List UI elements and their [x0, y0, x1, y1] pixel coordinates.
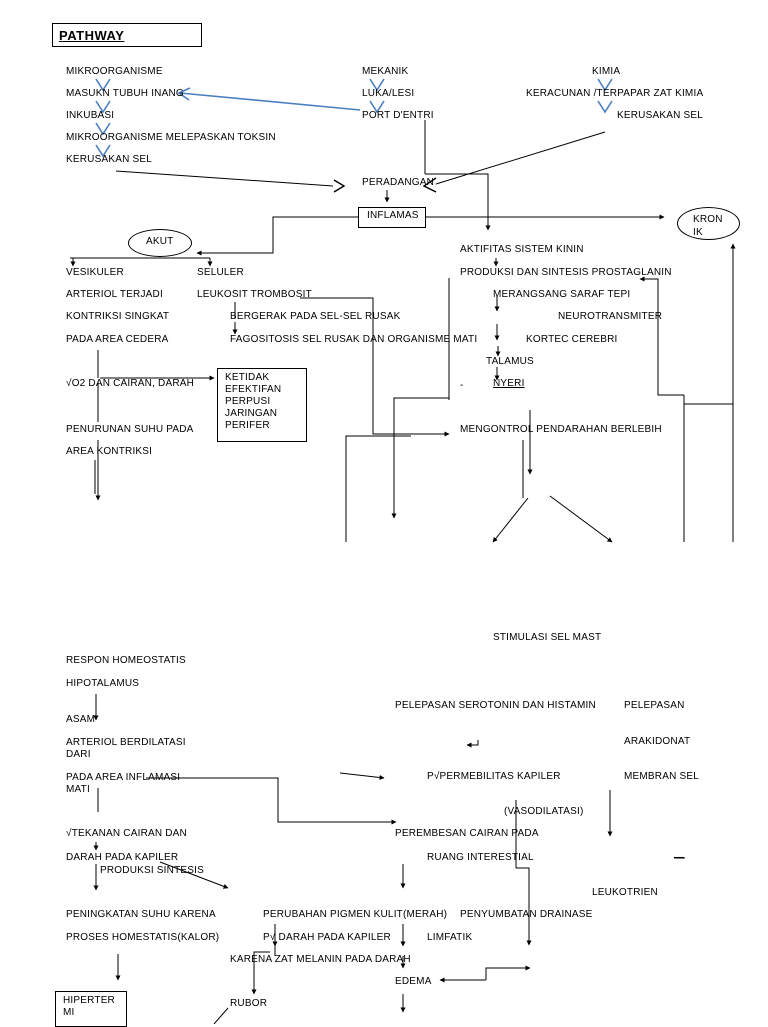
- node-pt-darah: P√ DARAH PADA KAPILER: [263, 932, 391, 943]
- node-limfatik: LIMFATIK: [427, 932, 473, 943]
- node-stimulasi: STIMULASI SEL MAST: [493, 632, 602, 643]
- node-kronik-1: KRON: [693, 214, 723, 225]
- node-masuk-tubuh: MASUKN TUBUH INANG: [66, 88, 184, 99]
- node-mati: MATI: [66, 784, 90, 795]
- page-title: PATHWAY: [59, 28, 125, 43]
- node-aktifitas-kinin: AKTIFITAS SISTEM KININ: [460, 244, 584, 255]
- node-inkubasi: INKUBASI: [66, 110, 115, 121]
- node-prostaglanin: PRODUKSI DAN SINTESIS PROSTAGLANIN: [460, 267, 672, 278]
- node-penurunan-suhu: PENURUNAN SUHU PADA: [66, 424, 194, 435]
- node-kimia: KIMIA: [592, 66, 621, 77]
- node-akut: AKUT: [146, 236, 174, 247]
- node-respon-homeostatis: RESPON HOMEOSTATIS: [66, 655, 186, 666]
- node-pelepasan: PELEPASAN: [624, 700, 685, 711]
- node-pendarahan: MENGONTROL PENDARAHAN BERLEBIH: [460, 424, 662, 435]
- node-arteriol-berdilatasi: ARTERIOL BERDILATASI: [66, 737, 186, 748]
- node-dari: DARI: [66, 749, 91, 760]
- node-arteriol-terjadi: ARTERIOL TERJADI: [66, 289, 163, 300]
- node-penyumbatan: PENYUMBATAN DRAINASE: [460, 909, 593, 920]
- node-ruang-interestial: RUANG INTERESTIAL: [427, 852, 534, 863]
- hipertermi-line-1: HIPERTER: [63, 995, 115, 1006]
- node-vasodilatasi: (VASODILATASI): [504, 806, 584, 817]
- node-saraf-tepi: MERANGSANG SARAF TEPI: [493, 289, 631, 300]
- node-area-cedera: PADA AREA CEDERA: [66, 334, 169, 345]
- node-proses-homestatis: PROSES HOMESTATIS(KALOR): [66, 932, 220, 943]
- node-kerusakan-sel-left: KERUSAKAN SEL: [66, 154, 152, 165]
- kronik-ellipse: [677, 207, 740, 240]
- ketidak-line-1: KETIDAK: [225, 372, 270, 383]
- node-tekanan-cairan: √TEKANAN CAIRAN DAN: [66, 828, 187, 839]
- node-edema: EDEMA: [395, 976, 432, 987]
- node-melepaskan-toksin: MIKROORGANISME MELEPASKAN TOKSIN: [66, 132, 276, 143]
- hipertermi-box: HIPERTER MI: [55, 991, 127, 1027]
- ketidak-line-4: JARINGAN: [225, 408, 278, 419]
- node-area-kontriksi: AREA KONTRIKSI: [66, 446, 153, 457]
- akut-ellipse: [128, 229, 192, 257]
- node-leukotrien: LEUKOTRIEN: [592, 887, 658, 898]
- node-arakidonat: ARAKIDONAT: [624, 736, 691, 747]
- node-kortec: KORTEC CEREBRI: [526, 334, 618, 345]
- ketidak-line-5: PERIFER: [225, 420, 270, 431]
- inflamasi-box: INFLAMAS: [358, 207, 426, 228]
- node-membran-sel: MEMBRAN SEL: [624, 771, 699, 782]
- title-box: PATHWAY: [52, 23, 202, 47]
- node-mikroorganisme: MIKROORGANISME: [66, 66, 163, 77]
- ketidak-box: KETIDAK EFEKTIFAN PERPUSI JARINGAN PERIF…: [217, 368, 307, 442]
- node-nyeri: NYERI: [493, 378, 525, 389]
- node-permebilitas: P√PERMEBILITAS KAPILER: [427, 771, 561, 782]
- node-talamus: TALAMUS: [486, 356, 534, 367]
- node-leukosit: LEUKOSIT TROMBOSIT: [197, 289, 312, 300]
- node-fagositosis: FAGOSITOSIS SEL RUSAK DAN ORGANISME MATI: [230, 334, 478, 345]
- node-seluler: SELULER: [197, 267, 244, 278]
- node-kerusakan-sel-right: KERUSAKAN SEL: [617, 110, 703, 121]
- node-pada-area-inflamasi: PADA AREA INFLAMASI: [66, 772, 181, 783]
- node-rubor: RUBOR: [230, 998, 268, 1009]
- node-perembesan: PEREMBESAN CAIRAN PADA: [395, 828, 539, 839]
- node-neurotransmiter: NEUROTRANSMITER: [558, 311, 663, 322]
- node-port-dentri: PORT D'ENTRI: [362, 110, 434, 121]
- node-darah-kapiler: DARAH PADA KAPILER: [66, 852, 179, 863]
- hipertermi-line-2: MI: [63, 1007, 75, 1018]
- ketidak-line-2: EFEKTIFAN: [225, 384, 282, 395]
- node-peningkatan-suhu: PENINGKATAN SUHU KARENA: [66, 909, 216, 920]
- node-zat-melanin: KARENA ZAT MELANIN PADA DARAH: [230, 954, 411, 965]
- node-pelepasan-serotonin: PELEPASAN SEROTONIN DAN HISTAMIN: [395, 700, 596, 711]
- node-dash: -: [460, 380, 464, 391]
- node-vesikuler: VESIKULER: [66, 267, 124, 278]
- node-asam: ASAM: [66, 714, 96, 725]
- node-kontriksi-singkat: KONTRIKSI SINGKAT: [66, 311, 170, 322]
- node-luka-lesi: LUKA/LESI: [362, 88, 415, 99]
- node-hipotalamus: HIPOTALAMUS: [66, 678, 140, 689]
- node-mekanik: MEKANIK: [362, 66, 409, 77]
- node-bergerak: BERGERAK PADA SEL-SEL RUSAK: [230, 311, 401, 322]
- node-inflamasi: INFLAMAS: [367, 210, 419, 221]
- node-produksi-sintesis: PRODUKSI SINTESIS: [100, 865, 204, 876]
- node-keracunan: KERACUNAN /TERPAPAR ZAT KIMIA: [526, 88, 704, 99]
- node-kronik-2: IK: [693, 227, 703, 238]
- node-o2-cairan: √O2 DAN CAIRAN, DARAH: [66, 378, 195, 389]
- ketidak-line-3: PERPUSI: [225, 396, 271, 407]
- node-perubahan-pigmen: PERUBAHAN PIGMEN KULIT(MERAH): [263, 909, 448, 920]
- node-peradangan: PERADANGAN: [362, 177, 435, 188]
- node-dash-lower: —: [674, 852, 685, 863]
